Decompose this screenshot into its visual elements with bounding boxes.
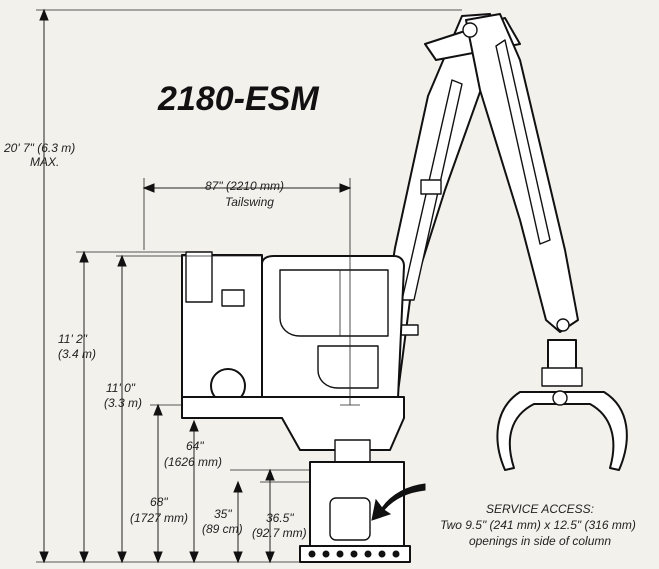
swing-drive bbox=[334, 439, 371, 463]
deck-frame bbox=[181, 396, 405, 451]
service-access-heading: SERVICE ACCESS: bbox=[486, 502, 594, 516]
tailswing-value: 87" (2210 mm) bbox=[205, 179, 284, 193]
height-e-label: 35" (89 cm) bbox=[202, 507, 243, 536]
tailswing-text: Tailswing bbox=[225, 195, 274, 209]
service-access-location: openings in side of column bbox=[469, 534, 611, 548]
grapple-pivot bbox=[552, 390, 568, 406]
height-d-label: 68" (1727 mm) bbox=[130, 495, 188, 525]
dimension-lines bbox=[36, 8, 462, 564]
height-c-label: 64" (1626 mm) bbox=[164, 439, 222, 469]
height-d-in: 68" bbox=[150, 495, 168, 509]
service-access-size: Two 9.5" (241 mm) x 12.5" (316 mm) bbox=[440, 518, 636, 532]
height-e-cm: (89 cm) bbox=[202, 522, 243, 536]
height-f-mm: (92.7 mm) bbox=[252, 526, 307, 540]
stick-cylinder bbox=[495, 39, 551, 245]
max-height-value: 20' 7" (6.3 m) bbox=[3, 141, 75, 155]
rotator bbox=[547, 339, 577, 371]
tailswing-label: 87" (2210 mm) Tailswing bbox=[205, 179, 284, 209]
boom-pin bbox=[462, 22, 478, 38]
height-e-in: 35" bbox=[214, 507, 232, 521]
filler-cap bbox=[221, 289, 245, 307]
height-f-label: 36.5" (92.7 mm) bbox=[252, 511, 307, 540]
exhaust-stack bbox=[185, 251, 213, 303]
bolt-row bbox=[308, 550, 400, 558]
machine-illustration bbox=[181, 13, 628, 563]
height-c-mm: (1626 mm) bbox=[164, 455, 222, 469]
height-b-ft: 11' 0" bbox=[106, 381, 136, 395]
max-height-note: MAX. bbox=[30, 155, 59, 169]
height-a-m: (3.4 m) bbox=[58, 347, 96, 361]
cab-window-upper bbox=[279, 269, 389, 337]
service-access-arrow bbox=[371, 483, 426, 521]
boom-bracket-left bbox=[420, 179, 442, 195]
stick bbox=[465, 13, 579, 333]
grapple-jaws bbox=[496, 391, 628, 471]
model-title: 2180-ESM bbox=[157, 80, 319, 118]
height-d-mm: (1727 mm) bbox=[130, 511, 188, 525]
height-a-ft: 11' 2" bbox=[58, 332, 88, 346]
height-c-in: 64" bbox=[186, 439, 204, 453]
height-b-label: 11' 0" (3.3 m) bbox=[104, 381, 142, 410]
max-height-label: 20' 7" (6.3 m) MAX. bbox=[3, 141, 75, 169]
service-opening bbox=[329, 497, 371, 541]
service-access-note: SERVICE ACCESS: Two 9.5" (241 mm) x 12.5… bbox=[440, 502, 636, 548]
height-a-label: 11' 2" (3.4 m) bbox=[58, 332, 96, 361]
height-b-m: (3.3 m) bbox=[104, 396, 142, 410]
cab-window-lower bbox=[317, 345, 379, 389]
height-f-in: 36.5" bbox=[266, 511, 294, 525]
rotator-head bbox=[541, 367, 583, 387]
stick-pin bbox=[556, 318, 570, 332]
